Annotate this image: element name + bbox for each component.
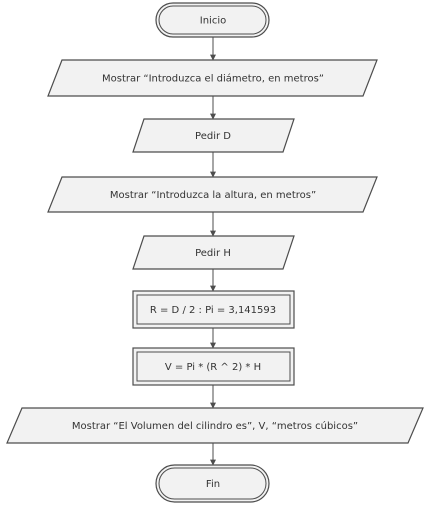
terminal-shape	[155, 2, 270, 38]
node-label: Mostrar “Introduzca el diámetro, en metr…	[102, 73, 324, 85]
terminal-shape	[155, 464, 270, 503]
io-shape	[132, 118, 295, 153]
node-fin: Fin	[155, 464, 270, 503]
node-pedir-d: Pedir D	[132, 118, 295, 153]
terminal-inner-border	[158, 467, 267, 500]
process-inner-border	[136, 351, 291, 382]
io-shape	[6, 407, 424, 444]
node-label: R = D / 2 : Pi = 3,141593	[150, 305, 276, 316]
io-shape	[47, 59, 378, 97]
node-label: Fin	[206, 479, 220, 490]
node-calc-r: R = D / 2 : Pi = 3,141593	[132, 290, 295, 329]
node-pedir-h: Pedir H	[132, 235, 295, 270]
node-mostrar-altura: Mostrar “Introduzca la altura, en metros…	[47, 176, 378, 213]
process-shape	[132, 347, 295, 386]
process-shape	[132, 290, 295, 329]
node-label: Mostrar “Introduzca la altura, en metros…	[110, 190, 316, 201]
node-label: Pedir D	[195, 131, 231, 142]
node-mostrar-volumen: Mostrar “El Volumen del cilindro es”, V,…	[6, 407, 424, 444]
node-mostrar-diametro: Mostrar “Introduzca el diámetro, en metr…	[47, 59, 378, 97]
node-label: Pedir H	[195, 248, 231, 259]
node-label: V = Pi * (R ^ 2) * H	[165, 362, 261, 373]
node-inicio: Inicio	[155, 2, 270, 38]
io-shape	[132, 235, 295, 270]
terminal-inner-border	[158, 5, 267, 35]
node-label: Inicio	[200, 16, 226, 27]
node-label: Mostrar “El Volumen del cilindro es”, V,…	[72, 420, 358, 432]
process-inner-border	[136, 294, 291, 325]
io-shape	[47, 176, 378, 213]
node-calc-v: V = Pi * (R ^ 2) * H	[132, 347, 295, 386]
